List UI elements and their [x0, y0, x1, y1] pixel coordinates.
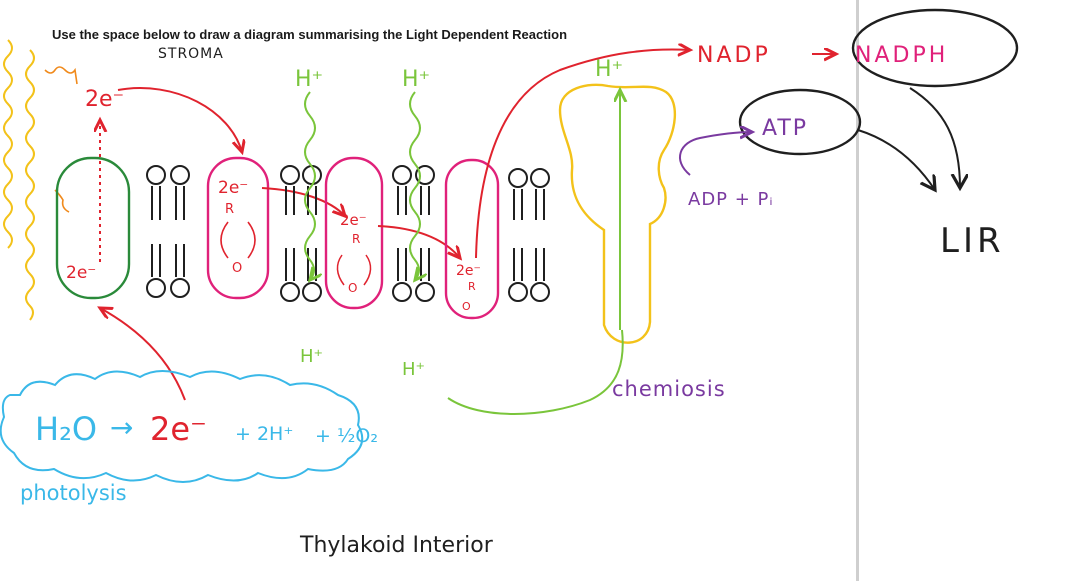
electron-carrier-2-outline	[324, 156, 384, 310]
carrier3-electron-label: 2e⁻	[456, 263, 481, 279]
carrier1-reduced-label: R	[225, 202, 234, 217]
electron-carrier-1-outline	[206, 156, 270, 300]
photolysis-cloud	[0, 370, 364, 483]
ps2-electron-label: 2e⁻	[66, 263, 96, 283]
proton-channel-2	[409, 91, 420, 280]
carrier3-reduced-label: R	[468, 280, 476, 293]
stroma-label: STROMA	[158, 46, 224, 62]
light-wave-1	[3, 39, 13, 249]
electron-carrier-3-outline	[444, 158, 500, 320]
photolysis-oxygen: + ½O₂	[315, 425, 378, 447]
carrier3-oxidised-label: O	[462, 300, 471, 313]
stroma-proton-3: H⁺	[595, 57, 623, 82]
nadph-circle	[851, 8, 1019, 88]
carrier2-oxidised-label: O	[348, 281, 357, 295]
photolysis-protons: + 2H⁺	[235, 423, 293, 445]
light-wave-2	[25, 49, 35, 321]
nadph-to-lir-arrow	[909, 87, 960, 188]
electron-flow-arrow-2	[261, 187, 345, 216]
atp-label: ATP	[762, 116, 808, 141]
photosystem-ii-outline	[55, 156, 131, 300]
photolysis-label: photolysis	[20, 481, 127, 505]
carrier2-cycle	[336, 254, 372, 286]
chemiosis-label: chemiosis	[612, 377, 726, 401]
stroma-proton-1: H⁺	[295, 67, 323, 92]
atp-to-lir-arrow	[857, 129, 935, 190]
worksheet-canvas	[0, 0, 856, 581]
carrier1-oxidised-label: O	[232, 261, 242, 276]
page-divider	[856, 0, 859, 581]
nadph-label: NADPH	[855, 43, 948, 68]
carrier1-electron-label: 2e⁻	[218, 178, 248, 198]
atp-synthase-outline	[558, 83, 677, 344]
phospholipid-group-c	[392, 165, 435, 302]
light-wave-3	[44, 66, 78, 85]
electron-flow-to-nadp	[475, 50, 690, 259]
instruction-heading: Use the space below to draw a diagram su…	[52, 27, 568, 42]
carrier2-electron-label: 2e⁻	[340, 211, 367, 229]
lumen-proton-1: H⁺	[300, 346, 323, 367]
nadp-label: NADP	[697, 43, 771, 68]
chemiosis-arrow-path	[447, 329, 624, 415]
phospholipid-group-a	[146, 165, 190, 298]
lir-label: LIR	[940, 221, 1005, 261]
carrier1-cycle	[220, 221, 256, 259]
adp-to-atp-arrow	[678, 132, 752, 176]
stroma-proton-2: H⁺	[402, 67, 430, 92]
thylakoid-interior-label: Thylakoid Interior	[299, 533, 494, 558]
lumen-proton-2: H⁺	[402, 359, 425, 380]
excited-electron-label: 2e⁻	[85, 87, 124, 112]
photolysis-to-ps2-arrow	[100, 308, 186, 401]
carrier2-reduced-label: R	[352, 232, 360, 246]
phospholipid-group-b	[280, 165, 322, 302]
adp-pi-label: ADP + Pᵢ	[688, 189, 774, 210]
photolysis-arrow-text: →	[110, 411, 133, 444]
photolysis-water: H₂O	[35, 410, 97, 448]
proton-channel-1	[304, 91, 315, 280]
photolysis-electrons: 2e⁻	[150, 410, 207, 448]
electron-flow-arrow-1	[117, 87, 242, 152]
electron-flow-arrow-3	[377, 225, 460, 258]
atp-circle	[738, 88, 862, 156]
phospholipid-group-d	[508, 168, 550, 302]
